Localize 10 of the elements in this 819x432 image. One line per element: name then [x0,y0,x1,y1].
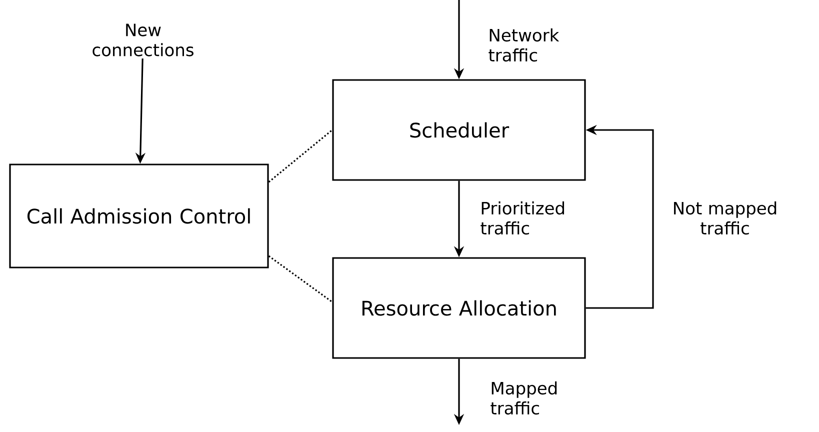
edge-label: Prioritized traffic [480,201,564,235]
edge-label: Not mapped traffic [674,201,776,235]
connector-line [268,129,333,183]
process-box: Call Admission Control [9,164,269,268]
process-box: Resource Allocation [332,257,586,359]
edge-label: Network traffic [488,28,560,62]
input-label: New connections [92,24,194,56]
edge-label: Mapped traffic [490,381,557,415]
process-box: Scheduler [332,79,586,181]
connector-line [268,255,333,303]
